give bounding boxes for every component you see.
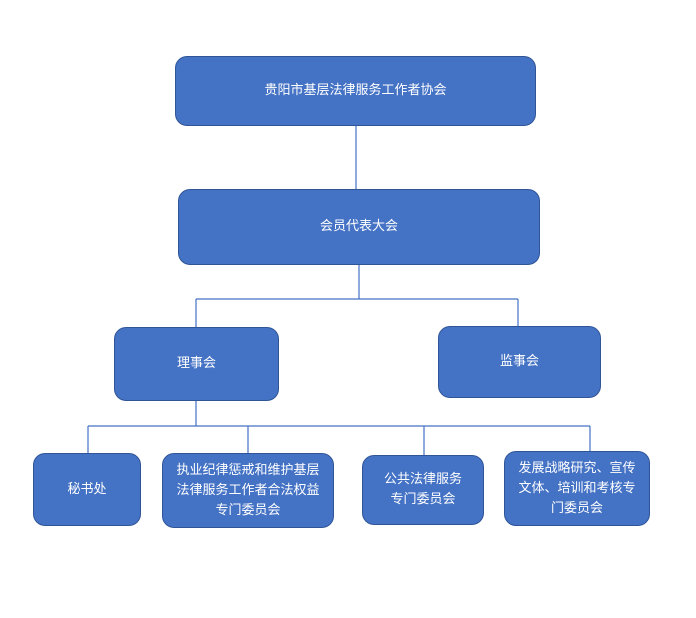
node-assembly: 会员代表大会 — [178, 189, 540, 265]
node-public-legal-committee-label: 公共法律服务专门委员会 — [383, 472, 462, 507]
node-supervisory: 监事会 — [438, 326, 601, 398]
node-public-legal-committee: 公共法律服务专门委员会 — [362, 455, 484, 525]
node-root: 贵阳市基层法律服务工作者协会 — [175, 56, 536, 126]
node-assembly-label: 会员代表大会 — [319, 219, 398, 234]
node-root-label: 贵阳市基层法律服务工作者协会 — [264, 83, 447, 98]
node-strategy-committee: 发展战略研究、宣传文体、培训和考核专门委员会 — [504, 451, 650, 526]
node-secretariat: 秘书处 — [33, 453, 141, 526]
node-secretariat-label: 秘书处 — [67, 481, 107, 497]
node-council: 理事会 — [114, 327, 279, 401]
node-strategy-committee-label: 发展战略研究、宣传文体、培训和考核专门委员会 — [518, 460, 636, 516]
node-discipline-committee: 执业纪律惩戒和维护基层法律服务工作者合法权益专门委员会 — [162, 453, 334, 528]
node-council-label: 理事会 — [176, 356, 216, 371]
node-supervisory-label: 监事会 — [499, 354, 539, 369]
node-discipline-committee-label: 执业纪律惩戒和维护基层法律服务工作者合法权益专门委员会 — [176, 462, 320, 518]
